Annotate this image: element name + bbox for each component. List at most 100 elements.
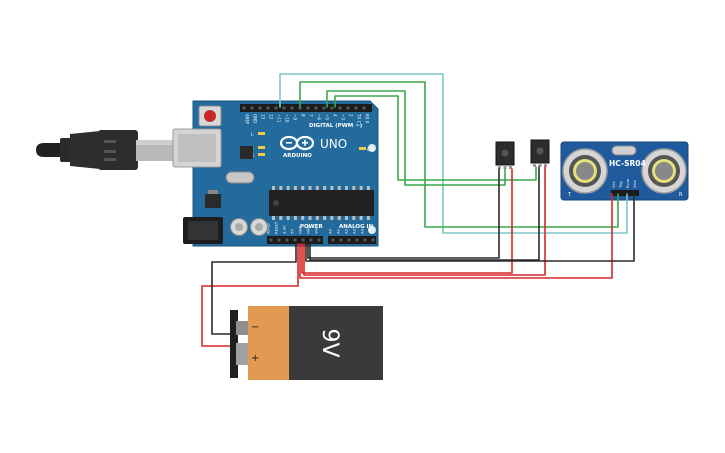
top-pin-label: ~3 [341,114,346,120]
header-pin[interactable] [314,106,318,110]
header-pin[interactable] [258,106,262,110]
power-pin-label: 5V [290,229,295,234]
analog-pin-label: A1 [336,228,341,234]
wire-black-battery[interactable] [211,243,297,335]
wire-black-component-left[interactable] [307,168,500,259]
top-pin-label: ~9 [293,114,298,120]
wire-cyan[interactable] [279,73,628,234]
header-pin[interactable] [331,238,335,242]
component-right[interactable] [530,139,550,167]
header-pin[interactable] [338,106,342,110]
header-pin[interactable] [355,238,359,242]
chip-pin [352,216,356,220]
header-pin[interactable] [322,106,326,110]
top-pin-label: AREF [245,114,250,125]
header-pin[interactable] [347,238,351,242]
header-pin[interactable] [285,238,289,242]
header-pin[interactable] [330,106,334,110]
analog-pin-label: A4 [360,228,365,234]
header-pin[interactable] [339,238,343,242]
top-pin-label: ~6 [317,114,322,120]
header-pin[interactable] [277,238,281,242]
battery-9v[interactable]: 9V − + [230,306,383,380]
header-pin[interactable] [298,106,302,110]
chip-pin [308,216,312,220]
chip-pin [337,186,341,190]
chip-pin [315,186,319,190]
wire-red-component-left[interactable] [301,168,513,274]
header-pin[interactable] [274,106,278,110]
usb-cable[interactable] [36,130,176,170]
crystal-oscillator [225,171,255,184]
chip-pin [366,216,370,220]
chip-pin [323,216,327,220]
arduino-logo [279,135,315,151]
arduino-brand-label: ARDUINO [283,153,312,159]
component-left[interactable] [495,141,515,169]
sensor-pin-label: Gnd [632,180,637,188]
header-pin[interactable] [309,238,313,242]
chip-pin [286,186,290,190]
header-pin[interactable] [363,238,367,242]
wire-red-sensor-vcc[interactable] [299,193,613,279]
power-pin-label: RESET [274,221,279,234]
header-pin[interactable] [371,238,375,242]
header-pin[interactable] [282,106,286,110]
sensor-pin-label: Trig [618,181,623,189]
battery-negative-label: − [251,322,259,333]
chip-pin [330,216,334,220]
wire-green-2[interactable] [326,90,506,186]
power-pin-label: 3.3V [282,225,287,234]
header-pin[interactable] [250,106,254,110]
top-pin-label: ~11 [277,114,282,123]
chip-pin [293,186,297,190]
top-pin-label: ~10 [285,114,290,123]
header-pin[interactable] [290,106,294,110]
chip-pin [359,216,363,220]
digital-header-label: DIGITAL (PWM ~) [309,123,363,129]
led-on-label: ON [367,147,374,153]
top-pin-label: 4 [333,114,338,117]
top-pin-label: RX 0 [365,114,370,124]
wire-green-3[interactable] [334,95,537,181]
header-pin[interactable] [293,238,297,242]
sensor-pin-label: Vcc [611,181,616,188]
power-pin-label: IOREF [266,223,271,234]
chip-pin [279,186,283,190]
header-pin[interactable] [269,238,273,242]
header-pin[interactable] [317,238,321,242]
chip-pin [272,216,275,220]
header-pin[interactable] [266,106,270,110]
capacitors [230,218,268,236]
top-pin-label: 12 [269,114,274,120]
onboard-leds [258,132,366,156]
wire-red-component-right[interactable] [303,166,546,276]
header-pin[interactable] [346,106,350,110]
top-pin-label: GND [253,114,258,123]
analog-pin-label: A0 [328,228,333,234]
chip-pin [308,186,312,190]
battery-label: 9V [317,328,342,357]
header-pin[interactable] [306,106,310,110]
top-pin-label: TX 1 [357,113,362,123]
sensor-pin-label: Echo [625,178,630,188]
analog-pin-label: A5 [368,228,373,234]
chip-pin [286,216,290,220]
wire-red-battery[interactable] [201,243,299,347]
chip-pin [315,216,319,220]
wire-green-1[interactable] [299,81,619,228]
header-pin[interactable] [301,238,305,242]
header-pin[interactable] [242,106,246,110]
battery-positive-label: + [251,353,259,364]
wire-black-component-right[interactable] [309,166,540,261]
wire-black-sensor-gnd[interactable] [305,193,635,262]
header-pin[interactable] [354,106,358,110]
chip-pin [323,186,327,190]
header-pin[interactable] [362,106,366,110]
sensor-crystal [611,145,637,156]
top-pin-label: 7 [309,114,314,117]
power-pin-label: Vin [314,227,319,234]
